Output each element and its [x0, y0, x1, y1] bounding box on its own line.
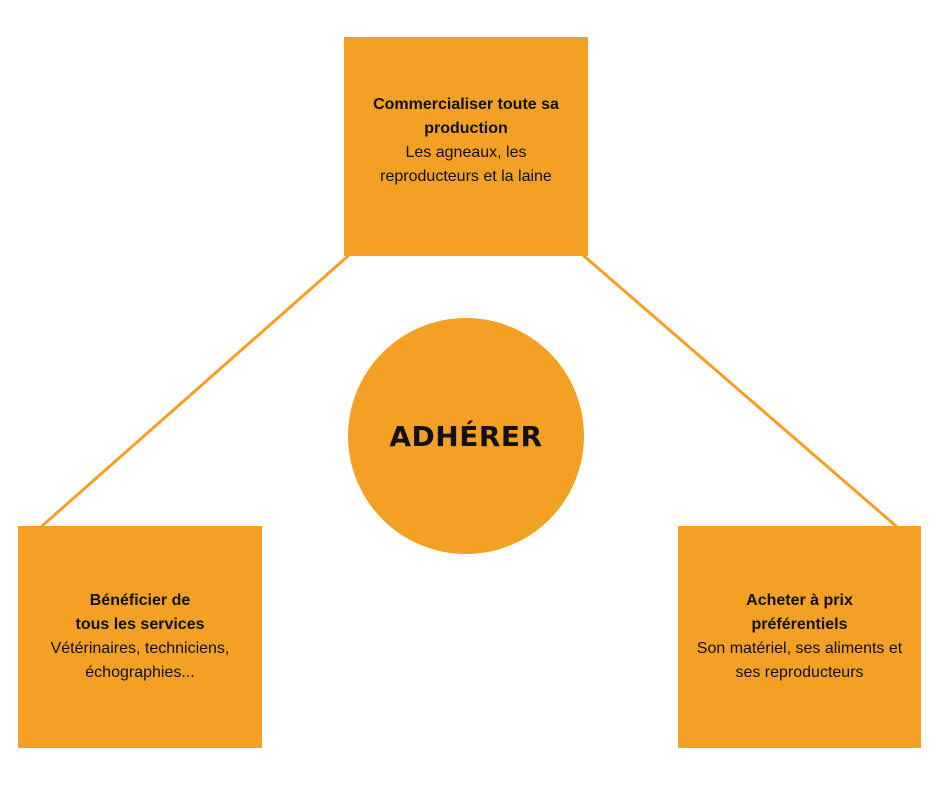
benefit-description: Son matériel, ses aliments et ses reprod… — [696, 640, 903, 681]
center-label: ADHÉRER — [389, 419, 543, 453]
connector-top-to-right — [582, 254, 898, 528]
benefit-description: Vétérinaires, techniciens, échographies.… — [50, 640, 230, 681]
connector-top-to-left — [40, 254, 350, 528]
benefit-title: Bénéficier de tous les services — [75, 592, 205, 633]
benefit-box-sell-production: Commercialiser toute sa production Les a… — [344, 37, 588, 256]
center-circle: ADHÉRER — [348, 318, 584, 554]
benefit-box-services: Bénéficier de tous les services Vétérina… — [18, 526, 262, 748]
benefit-title: Commercialiser toute sa production — [373, 95, 559, 137]
benefit-title: Acheter à prix préférentiels — [746, 592, 853, 633]
benefit-box-preferential-prices: Acheter à prix préférentiels Son matérie… — [678, 526, 921, 748]
benefit-description: Les agneaux, les reproducteurs et la lai… — [380, 143, 552, 185]
